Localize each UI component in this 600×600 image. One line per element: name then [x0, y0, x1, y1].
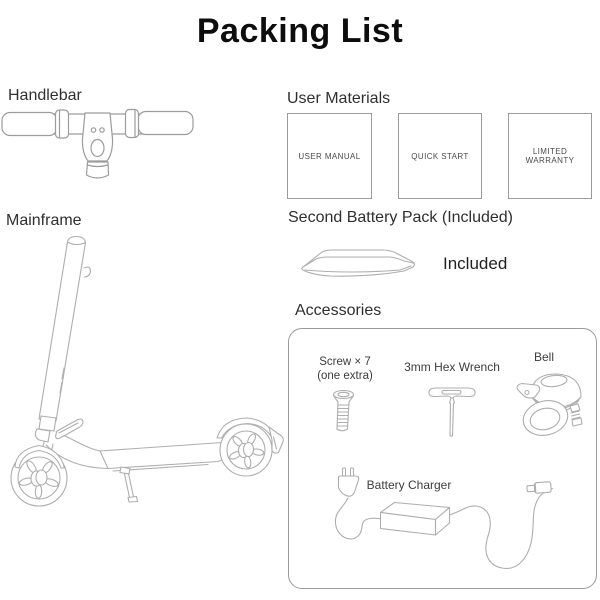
screw-label: Screw × 7 (one extra)	[303, 356, 387, 384]
second-battery-section-label: Second Battery Pack (Included)	[288, 209, 514, 226]
hex-wrench-label: 3mm Hex Wrench	[404, 360, 500, 374]
hex-wrench-icon	[426, 384, 478, 440]
battery-pack-illustration-icon	[295, 243, 425, 283]
battery-included-status: Included	[443, 254, 508, 273]
bell-label: Bell	[533, 350, 554, 364]
screw-label-line1: Screw × 7	[319, 356, 371, 368]
scooter-mainframe-illustration-icon	[0, 230, 290, 510]
limited-warranty-box: LIMITED WARRANTY	[508, 113, 592, 199]
page-title: Packing List	[196, 12, 404, 50]
user-manual-label: USER MANUAL	[298, 151, 361, 161]
user-materials-section-label: User Materials	[287, 90, 391, 107]
quick-start-box: QUICK START	[398, 113, 482, 199]
battery-charger-illustration-icon	[325, 462, 565, 577]
screw-label-line2: (one extra)	[317, 369, 373, 382]
user-manual-box: USER MANUAL	[287, 113, 372, 199]
quick-start-label: QUICK START	[411, 151, 469, 161]
mainframe-section-label: Mainframe	[6, 212, 82, 229]
accessories-section-label: Accessories	[295, 302, 382, 319]
screw-icon	[330, 389, 358, 435]
handlebar-illustration-icon	[0, 104, 200, 186]
accessories-box	[288, 328, 597, 589]
battery-charger-label: Battery Charger	[366, 478, 452, 492]
handlebar-section-label: Handlebar	[8, 87, 82, 104]
bell-icon	[508, 366, 588, 442]
limited-warranty-label: LIMITED WARRANTY	[525, 147, 575, 165]
